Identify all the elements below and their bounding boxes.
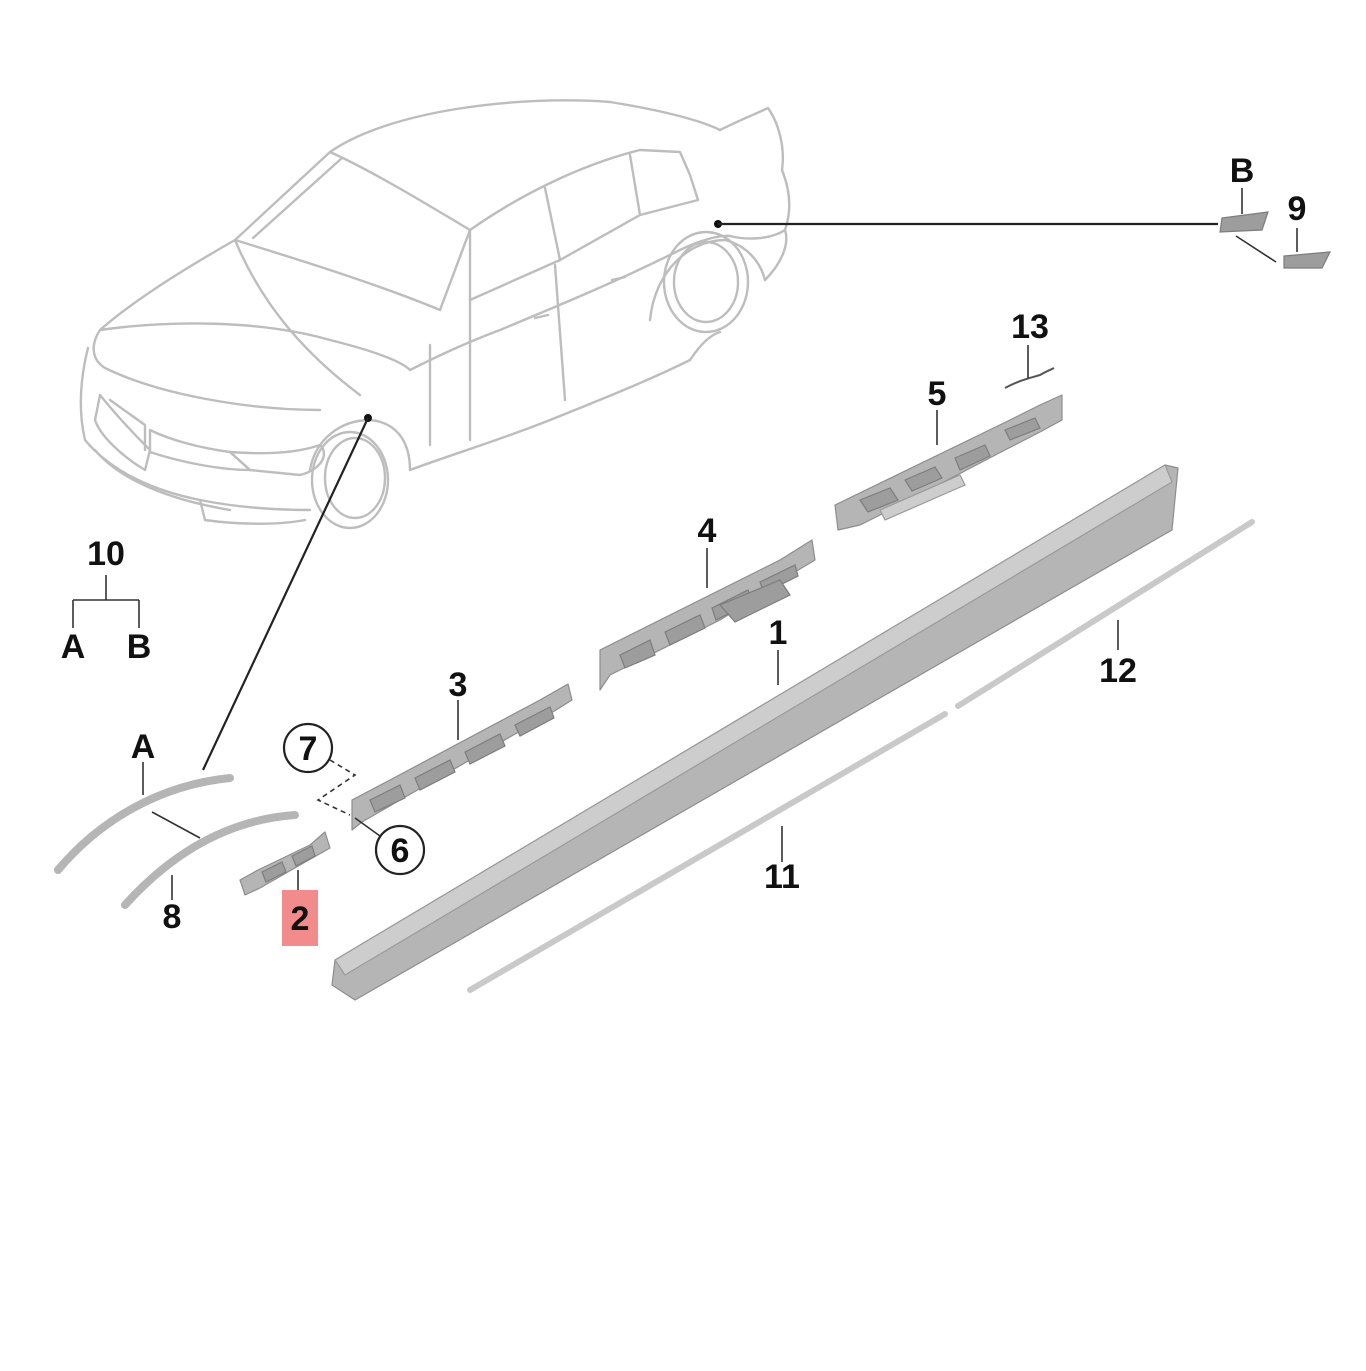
label-b-part: B bbox=[1230, 152, 1255, 190]
callout-6: 6 bbox=[391, 832, 410, 870]
callout-11: 11 bbox=[764, 858, 800, 896]
label-a-tree: A bbox=[61, 628, 86, 666]
rear-arch-trim-b bbox=[1219, 211, 1269, 233]
rear-arch-trim-group: B 9 bbox=[1219, 152, 1332, 269]
front-arch-trims: A 8 bbox=[54, 728, 299, 936]
callout-7-circle bbox=[282, 722, 334, 774]
callout-4: 4 bbox=[698, 512, 717, 550]
callout-12: 12 bbox=[1099, 652, 1137, 690]
label-b-tree: B bbox=[127, 628, 152, 666]
callout-5: 5 bbox=[928, 375, 947, 413]
leader-lines bbox=[202, 220, 1218, 771]
callout-8: 8 bbox=[163, 898, 182, 936]
item-13-group: 13 bbox=[1004, 308, 1055, 389]
callout-6-circle bbox=[374, 824, 426, 876]
bracket-3: 3 bbox=[351, 666, 573, 831]
bracket-4: 4 bbox=[599, 512, 816, 691]
trim-strip-11 bbox=[467, 711, 948, 993]
clip-callouts-6-7: 7 6 bbox=[282, 722, 426, 876]
front-arch-trim-a bbox=[54, 774, 234, 874]
bracket-5: 5 bbox=[834, 375, 1063, 531]
bracket-2: 2 bbox=[239, 831, 331, 946]
callout-2: 2 bbox=[291, 900, 310, 938]
front-arch-trim-8 bbox=[121, 811, 299, 909]
callout-3: 3 bbox=[449, 666, 468, 704]
bracket-2-part bbox=[239, 831, 331, 896]
callout-2-highlight bbox=[282, 890, 318, 946]
front-arch-leader bbox=[202, 417, 369, 771]
car-outline bbox=[79, 99, 791, 530]
side-skirt-1: 1 bbox=[331, 464, 1179, 1001]
trim-strip-12 bbox=[955, 519, 1255, 709]
item-10-tree: 10 A B bbox=[61, 535, 152, 666]
callout-7: 7 bbox=[299, 730, 318, 768]
callout-10: 10 bbox=[87, 535, 125, 573]
callout-13: 13 bbox=[1011, 308, 1049, 346]
rear-arch-trim-9 bbox=[1283, 251, 1332, 269]
callout-1: 1 bbox=[769, 614, 788, 652]
callout-9: 9 bbox=[1288, 190, 1307, 228]
label-a-part: A bbox=[131, 728, 156, 766]
trim-strips: 11 12 bbox=[467, 519, 1255, 993]
